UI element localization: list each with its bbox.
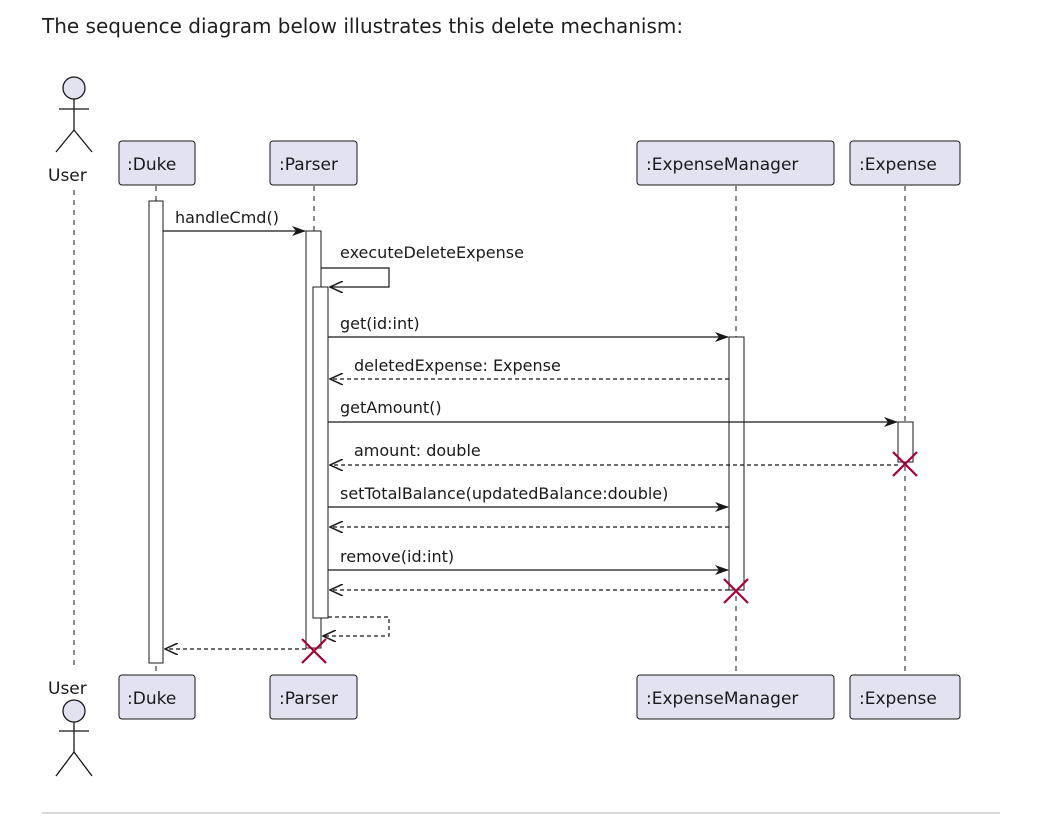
participant-expense-label-bottom: :Expense (859, 689, 937, 709)
message-label-deletedexpense: deletedExpense: Expense (354, 356, 561, 375)
bottom-divider (42, 812, 1000, 814)
participants-top: :Duke :Parser :ExpenseManager :Expense (118, 140, 961, 186)
participant-parser-box-bottom (269, 674, 358, 720)
message-labels: handleCmd() executeDeleteExpense get(id:… (175, 208, 668, 566)
participant-parser-box (269, 140, 358, 186)
message-label-executedelete: executeDeleteExpense (340, 243, 524, 262)
participant-expensemanager-label-bottom: :ExpenseManager (646, 689, 798, 709)
messages (163, 226, 898, 649)
message-label-remove: remove(id:int) (340, 547, 454, 566)
activation-parser-nested (312, 286, 329, 619)
message-label-get: get(id:int) (340, 314, 420, 333)
message-label-amount: amount: double (354, 441, 481, 460)
participant-duke-box-bottom (118, 674, 196, 720)
destroy-mark-expense (892, 451, 918, 477)
participant-expense-box (849, 140, 961, 186)
activation-expensemanager (728, 336, 745, 591)
participants-bottom: :Duke :Parser :ExpenseManager :Expense (118, 674, 961, 720)
participant-duke-label-bottom: :Duke (127, 689, 176, 709)
actor-user-bottom (55, 699, 93, 777)
activation-expense (897, 421, 914, 463)
actor-head (62, 76, 86, 100)
actor-label-bottom: User (48, 679, 87, 699)
participant-parser-label: :Parser (279, 155, 338, 175)
message-arrow-executedelete (321, 267, 390, 287)
participant-duke-box (118, 140, 196, 186)
message-label-handlecmd: handleCmd() (175, 208, 279, 227)
participant-expense-box-bottom (849, 674, 961, 720)
participant-expensemanager-label: :ExpenseManager (646, 155, 798, 175)
intro-text: The sequence diagram below illustrates t… (42, 14, 684, 38)
destroy-marks (301, 451, 918, 664)
activations (148, 200, 914, 664)
message-arrow-executedelete-return (323, 616, 390, 636)
participant-expensemanager-box-bottom (636, 674, 835, 720)
actor-label-top: User (48, 166, 87, 186)
activation-duke (148, 200, 164, 664)
actor-head (62, 699, 86, 723)
participant-duke-label: :Duke (127, 155, 176, 175)
participant-expense-label: :Expense (859, 155, 937, 175)
destroy-mark-expensemanager (723, 578, 749, 604)
message-label-getamount: getAmount() (340, 398, 442, 417)
destroy-mark-parser (301, 638, 327, 664)
participant-expensemanager-box (636, 140, 835, 186)
participant-parser-label-bottom: :Parser (279, 689, 338, 709)
actor-user-top (55, 76, 93, 153)
message-label-settotalbalance: setTotalBalance(updatedBalance:double) (340, 484, 668, 503)
